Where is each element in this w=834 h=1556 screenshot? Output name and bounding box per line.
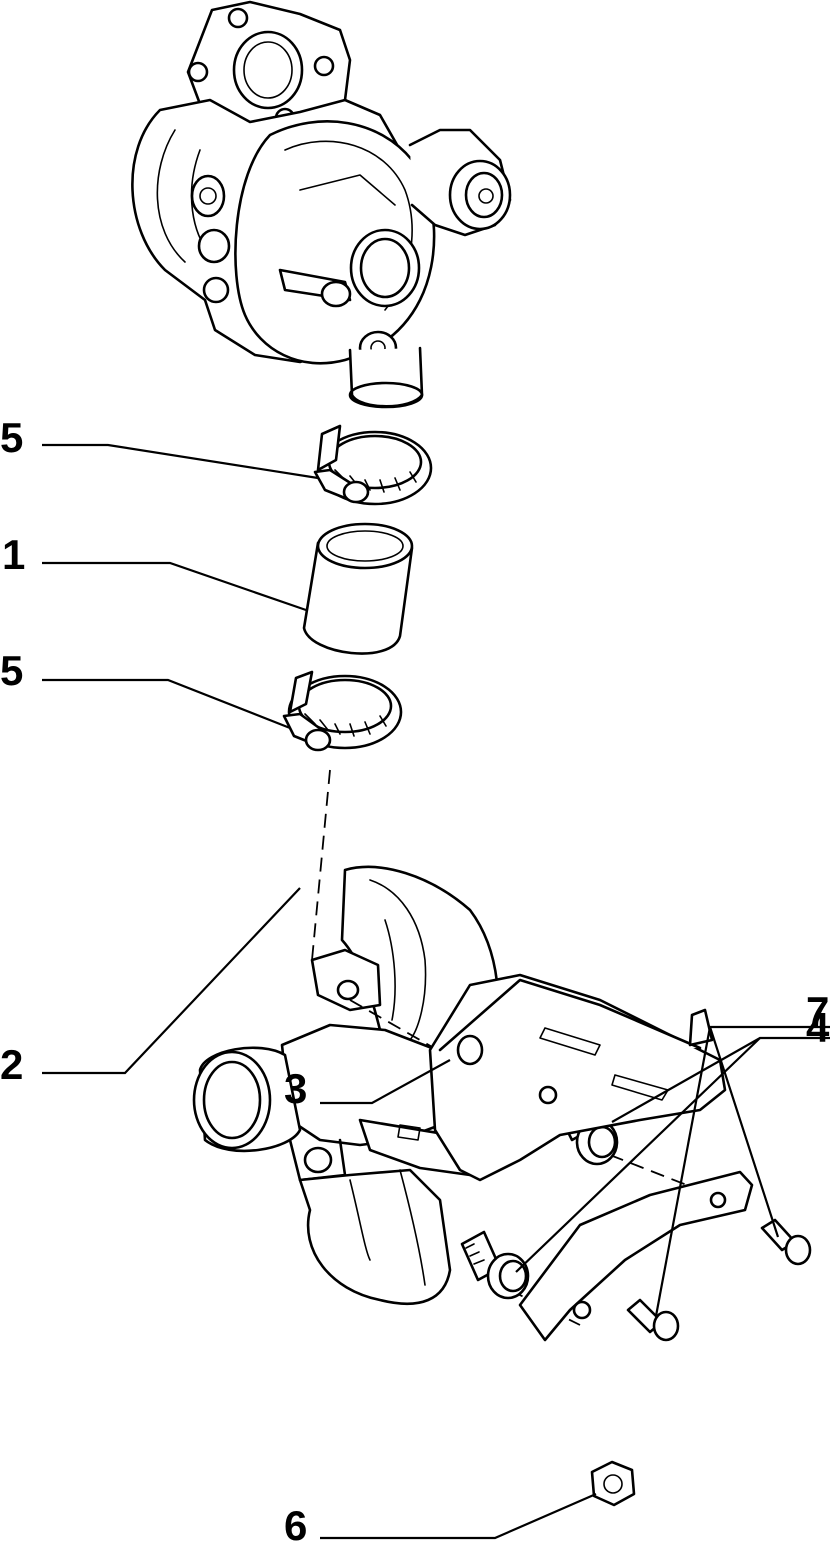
rubber-sleeve	[302, 522, 414, 655]
leader-lines	[42, 443, 830, 1540]
callout-4: 4	[806, 1004, 830, 1051]
support-bracket	[428, 973, 754, 1342]
turbocharger	[131, 0, 512, 409]
callout-6: 6	[284, 1502, 307, 1549]
bolt-7a	[760, 1218, 812, 1266]
hose-clamp-top	[313, 424, 433, 506]
callout-5-top: 5	[0, 414, 23, 461]
bolt-7b	[626, 1298, 680, 1342]
bolt-4b	[460, 1230, 530, 1300]
callout-3: 3	[284, 1065, 307, 1112]
callout-2: 2	[0, 1041, 23, 1088]
hex-nut	[590, 1460, 636, 1507]
callout-5-bottom: 5	[0, 647, 23, 694]
callout-7: 7	[806, 988, 829, 1035]
callout-1: 1	[2, 531, 25, 578]
hose-clamp-bottom	[282, 670, 403, 752]
